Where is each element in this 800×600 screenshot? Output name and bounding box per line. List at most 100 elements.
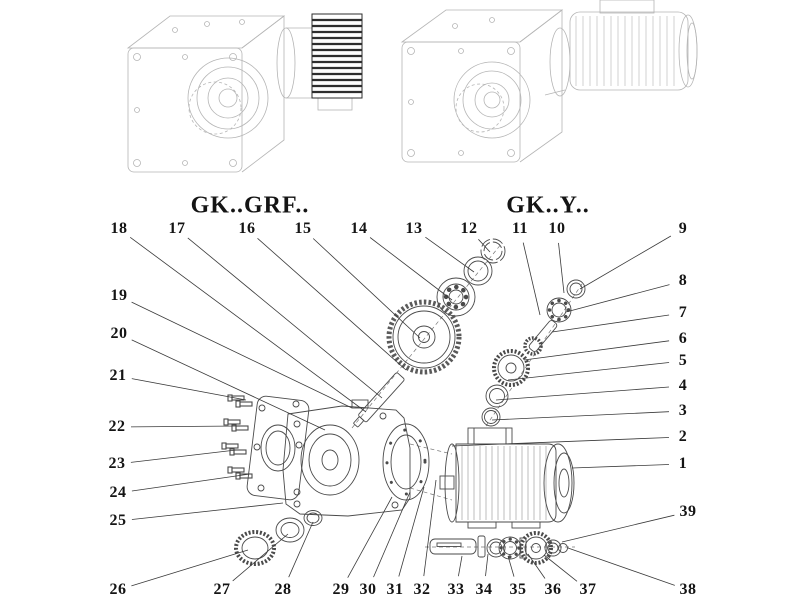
- leader-line-32: [423, 479, 437, 577]
- leader-line-24: [131, 473, 251, 492]
- pinion-shaft-assembly: [481, 279, 586, 427]
- leader-line-23: [130, 449, 237, 463]
- leader-line-27: [232, 533, 289, 582]
- leader-line-12: [478, 239, 491, 253]
- variant-label-gk-grf: GK..GRF..: [190, 192, 310, 219]
- leader-line-4: [495, 386, 670, 401]
- leader-line-6: [523, 340, 670, 361]
- leader-line-39: [561, 514, 675, 543]
- main-gear: [386, 299, 462, 375]
- part-number-4: 4: [678, 377, 688, 394]
- part-number-25: 25: [109, 512, 127, 529]
- leader-line-36: [527, 553, 546, 579]
- part-number-2: 2: [678, 428, 688, 445]
- leader-line-26: [131, 549, 249, 587]
- seal-ring-set: [234, 510, 323, 566]
- part-number-19: 19: [110, 287, 128, 304]
- assembly-axis-lines: [351, 242, 583, 548]
- part-number-15: 15: [294, 220, 312, 237]
- leader-line-2: [451, 437, 670, 447]
- part-number-34: 34: [475, 581, 493, 598]
- part-number-36: 36: [544, 581, 562, 598]
- leader-line-31: [398, 486, 425, 577]
- part-number-21: 21: [109, 367, 127, 384]
- mounting-flange-plate: [246, 395, 310, 501]
- part-number-5: 5: [678, 352, 688, 369]
- part-number-32: 32: [413, 581, 431, 598]
- flange-screws: [221, 394, 253, 480]
- part-number-8: 8: [678, 272, 688, 289]
- leader-line-30: [373, 491, 411, 578]
- part-number-17: 17: [168, 220, 186, 237]
- leader-line-33: [458, 555, 463, 577]
- electric-motor: [439, 427, 575, 529]
- leader-line-25: [131, 502, 284, 520]
- leader-line-22: [130, 425, 241, 428]
- part-number-10: 10: [548, 220, 566, 237]
- leader-line-5: [507, 362, 670, 381]
- leader-line-18: [129, 236, 367, 413]
- part-number-1: 1: [678, 455, 688, 472]
- leader-line-17: [187, 237, 383, 399]
- output-shaft-assembly: [429, 531, 568, 565]
- leader-line-34: [485, 553, 489, 577]
- leader-line-16: [257, 238, 407, 371]
- part-number-22: 22: [108, 418, 126, 435]
- part-number-39: 39: [679, 503, 697, 520]
- leader-line-13: [425, 236, 475, 273]
- part-number-38: 38: [679, 581, 697, 598]
- leader-line-21: [131, 378, 247, 401]
- exploded-assembly: [221, 238, 586, 566]
- part-number-9: 9: [678, 220, 688, 237]
- main-bearing: [436, 277, 476, 317]
- part-number-20: 20: [110, 325, 128, 342]
- part-number-3: 3: [678, 402, 688, 419]
- part-number-27: 27: [213, 581, 231, 598]
- part-number-37: 37: [579, 581, 597, 598]
- grf-cooling-fins: [311, 13, 363, 99]
- gear-housing: [282, 399, 430, 517]
- leader-line-37: [543, 554, 578, 582]
- part-number-7: 7: [678, 304, 688, 321]
- part-number-28: 28: [274, 581, 292, 598]
- part-number-23: 23: [108, 455, 126, 472]
- part-number-14: 14: [350, 220, 368, 237]
- leader-line-1: [571, 464, 670, 469]
- snap-ring: [480, 238, 506, 264]
- part-number-6: 6: [678, 330, 688, 347]
- leader-line-14: [369, 237, 453, 301]
- leader-line-8: [565, 284, 670, 313]
- leader-line-38: [567, 547, 675, 586]
- leader-lines: [129, 235, 675, 587]
- part-number-24: 24: [109, 484, 127, 501]
- part-number-13: 13: [405, 220, 423, 237]
- part-number-29: 29: [332, 581, 350, 598]
- y-motor: [569, 0, 698, 91]
- part-number-30: 30: [359, 581, 377, 598]
- leader-line-7: [551, 314, 670, 333]
- part-number-12: 12: [460, 220, 478, 237]
- leader-line-3: [491, 411, 670, 421]
- part-number-31: 31: [386, 581, 404, 598]
- leader-line-15: [312, 238, 421, 339]
- leader-line-28: [288, 521, 314, 578]
- part-number-26: 26: [109, 581, 127, 598]
- variant-label-gk-y: GK..Y..: [506, 192, 590, 219]
- leader-line-35: [507, 555, 515, 577]
- spacer-ring: [463, 256, 493, 286]
- leader-line-11: [522, 242, 541, 316]
- part-number-33: 33: [447, 581, 465, 598]
- part-number-18: 18: [110, 220, 128, 237]
- leader-line-20: [131, 339, 326, 431]
- leader-line-19: [131, 301, 353, 409]
- gearbox-y-illustration: [400, 0, 698, 163]
- input-shaft: [353, 372, 405, 428]
- part-number-11: 11: [511, 220, 529, 237]
- leader-line-9: [579, 235, 672, 290]
- leader-line-29: [347, 496, 393, 578]
- part-number-35: 35: [509, 581, 527, 598]
- leader-line-10: [558, 242, 565, 294]
- gearbox-grf-illustration: [126, 15, 353, 173]
